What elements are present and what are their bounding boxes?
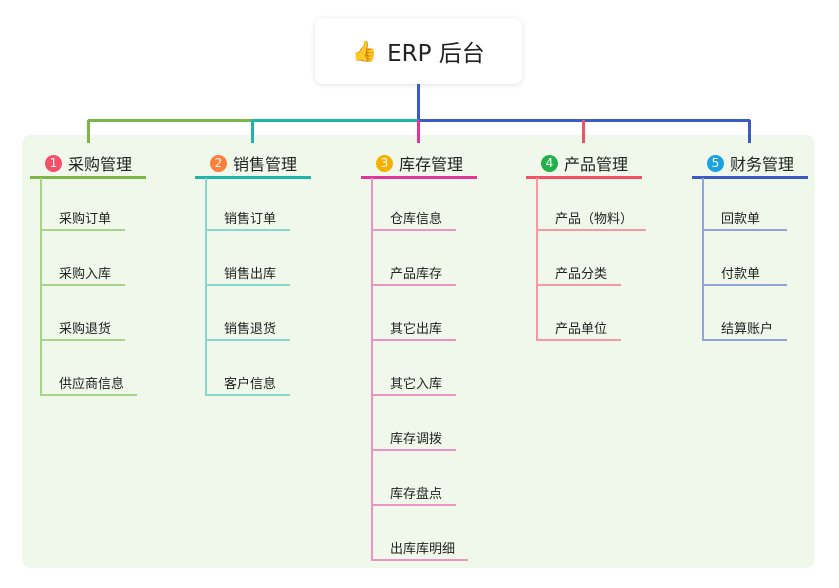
child-node[interactable]: 销售出库 (224, 267, 277, 282)
child-node[interactable]: 出库库明细 (390, 542, 456, 557)
branch-title: 采购管理 (68, 155, 133, 174)
child-node[interactable]: 采购退货 (59, 322, 112, 337)
child-underline (371, 559, 468, 561)
child-node[interactable]: 仓库信息 (390, 212, 443, 227)
child-underline (205, 284, 290, 286)
child-node[interactable]: 库存调拨 (390, 432, 443, 447)
branch-5[interactable]: 5 财务管理 (707, 151, 794, 175)
child-underline (40, 394, 137, 396)
branch-underline (30, 176, 146, 179)
child-node[interactable]: 结算账户 (721, 322, 774, 337)
child-node[interactable]: 客户信息 (224, 377, 277, 392)
root-title: ERP 后台 (387, 41, 485, 67)
canvas-panel (22, 135, 815, 568)
child-node[interactable]: 回款单 (721, 212, 761, 227)
child-underline (40, 284, 125, 286)
child-underline (40, 229, 125, 231)
root-trunk (417, 84, 420, 121)
child-underline (536, 339, 621, 341)
child-underline (371, 339, 456, 341)
root-node[interactable]: 👍 ERP 后台 (315, 18, 522, 84)
number-badge: 2 (210, 154, 227, 172)
branch-title: 销售管理 (233, 155, 298, 174)
branch-3[interactable]: 3 库存管理 (376, 151, 463, 175)
child-underline (702, 284, 787, 286)
connector-line (88, 119, 252, 122)
branch-4[interactable]: 4 产品管理 (541, 151, 628, 175)
branch-underline (526, 176, 642, 179)
number-badge: 1 (45, 154, 62, 172)
child-node[interactable]: 供应商信息 (59, 377, 125, 392)
branch-connector (582, 120, 585, 143)
branch-connector (251, 120, 254, 143)
branch-title: 库存管理 (399, 155, 464, 174)
child-trunk (205, 178, 207, 395)
child-node[interactable]: 产品库存 (390, 267, 443, 282)
child-underline (205, 394, 290, 396)
branch-connector (748, 120, 751, 143)
child-node[interactable]: 付款单 (721, 267, 761, 282)
child-underline (371, 394, 456, 396)
child-node[interactable]: 销售退货 (224, 322, 277, 337)
child-trunk (371, 178, 373, 560)
child-trunk (40, 178, 42, 395)
child-node[interactable]: 其它入库 (390, 377, 443, 392)
child-underline (536, 229, 646, 231)
child-underline (702, 339, 787, 341)
child-node[interactable]: 销售订单 (224, 212, 277, 227)
connector-line (252, 119, 418, 122)
child-trunk (536, 178, 538, 340)
child-underline (371, 504, 456, 506)
branch-title: 财务管理 (730, 155, 795, 174)
child-underline (371, 229, 456, 231)
child-underline (536, 284, 621, 286)
child-underline (371, 449, 456, 451)
thumbs-up-icon: 👍 (352, 39, 378, 63)
number-badge: 4 (541, 154, 558, 172)
child-node[interactable]: 采购订单 (59, 212, 112, 227)
child-node[interactable]: 其它出库 (390, 322, 443, 337)
child-node[interactable]: 库存盘点 (390, 487, 443, 502)
branch-underline (361, 176, 477, 179)
child-node[interactable]: 产品（物料） (555, 212, 634, 227)
child-underline (371, 284, 456, 286)
child-node[interactable]: 产品分类 (555, 267, 608, 282)
child-node[interactable]: 采购入库 (59, 267, 112, 282)
number-badge: 3 (376, 154, 393, 172)
child-underline (702, 229, 787, 231)
branch-1[interactable]: 1 采购管理 (45, 151, 132, 175)
branch-connector (417, 120, 420, 143)
branch-underline (195, 176, 311, 179)
branch-title: 产品管理 (564, 155, 629, 174)
number-badge: 5 (707, 154, 724, 172)
branch-2[interactable]: 2 销售管理 (210, 151, 297, 175)
child-underline (205, 229, 290, 231)
branch-underline (692, 176, 808, 179)
child-underline (40, 339, 125, 341)
child-underline (205, 339, 290, 341)
branch-connector (87, 120, 90, 143)
child-trunk (702, 178, 704, 340)
child-node[interactable]: 产品单位 (555, 322, 608, 337)
